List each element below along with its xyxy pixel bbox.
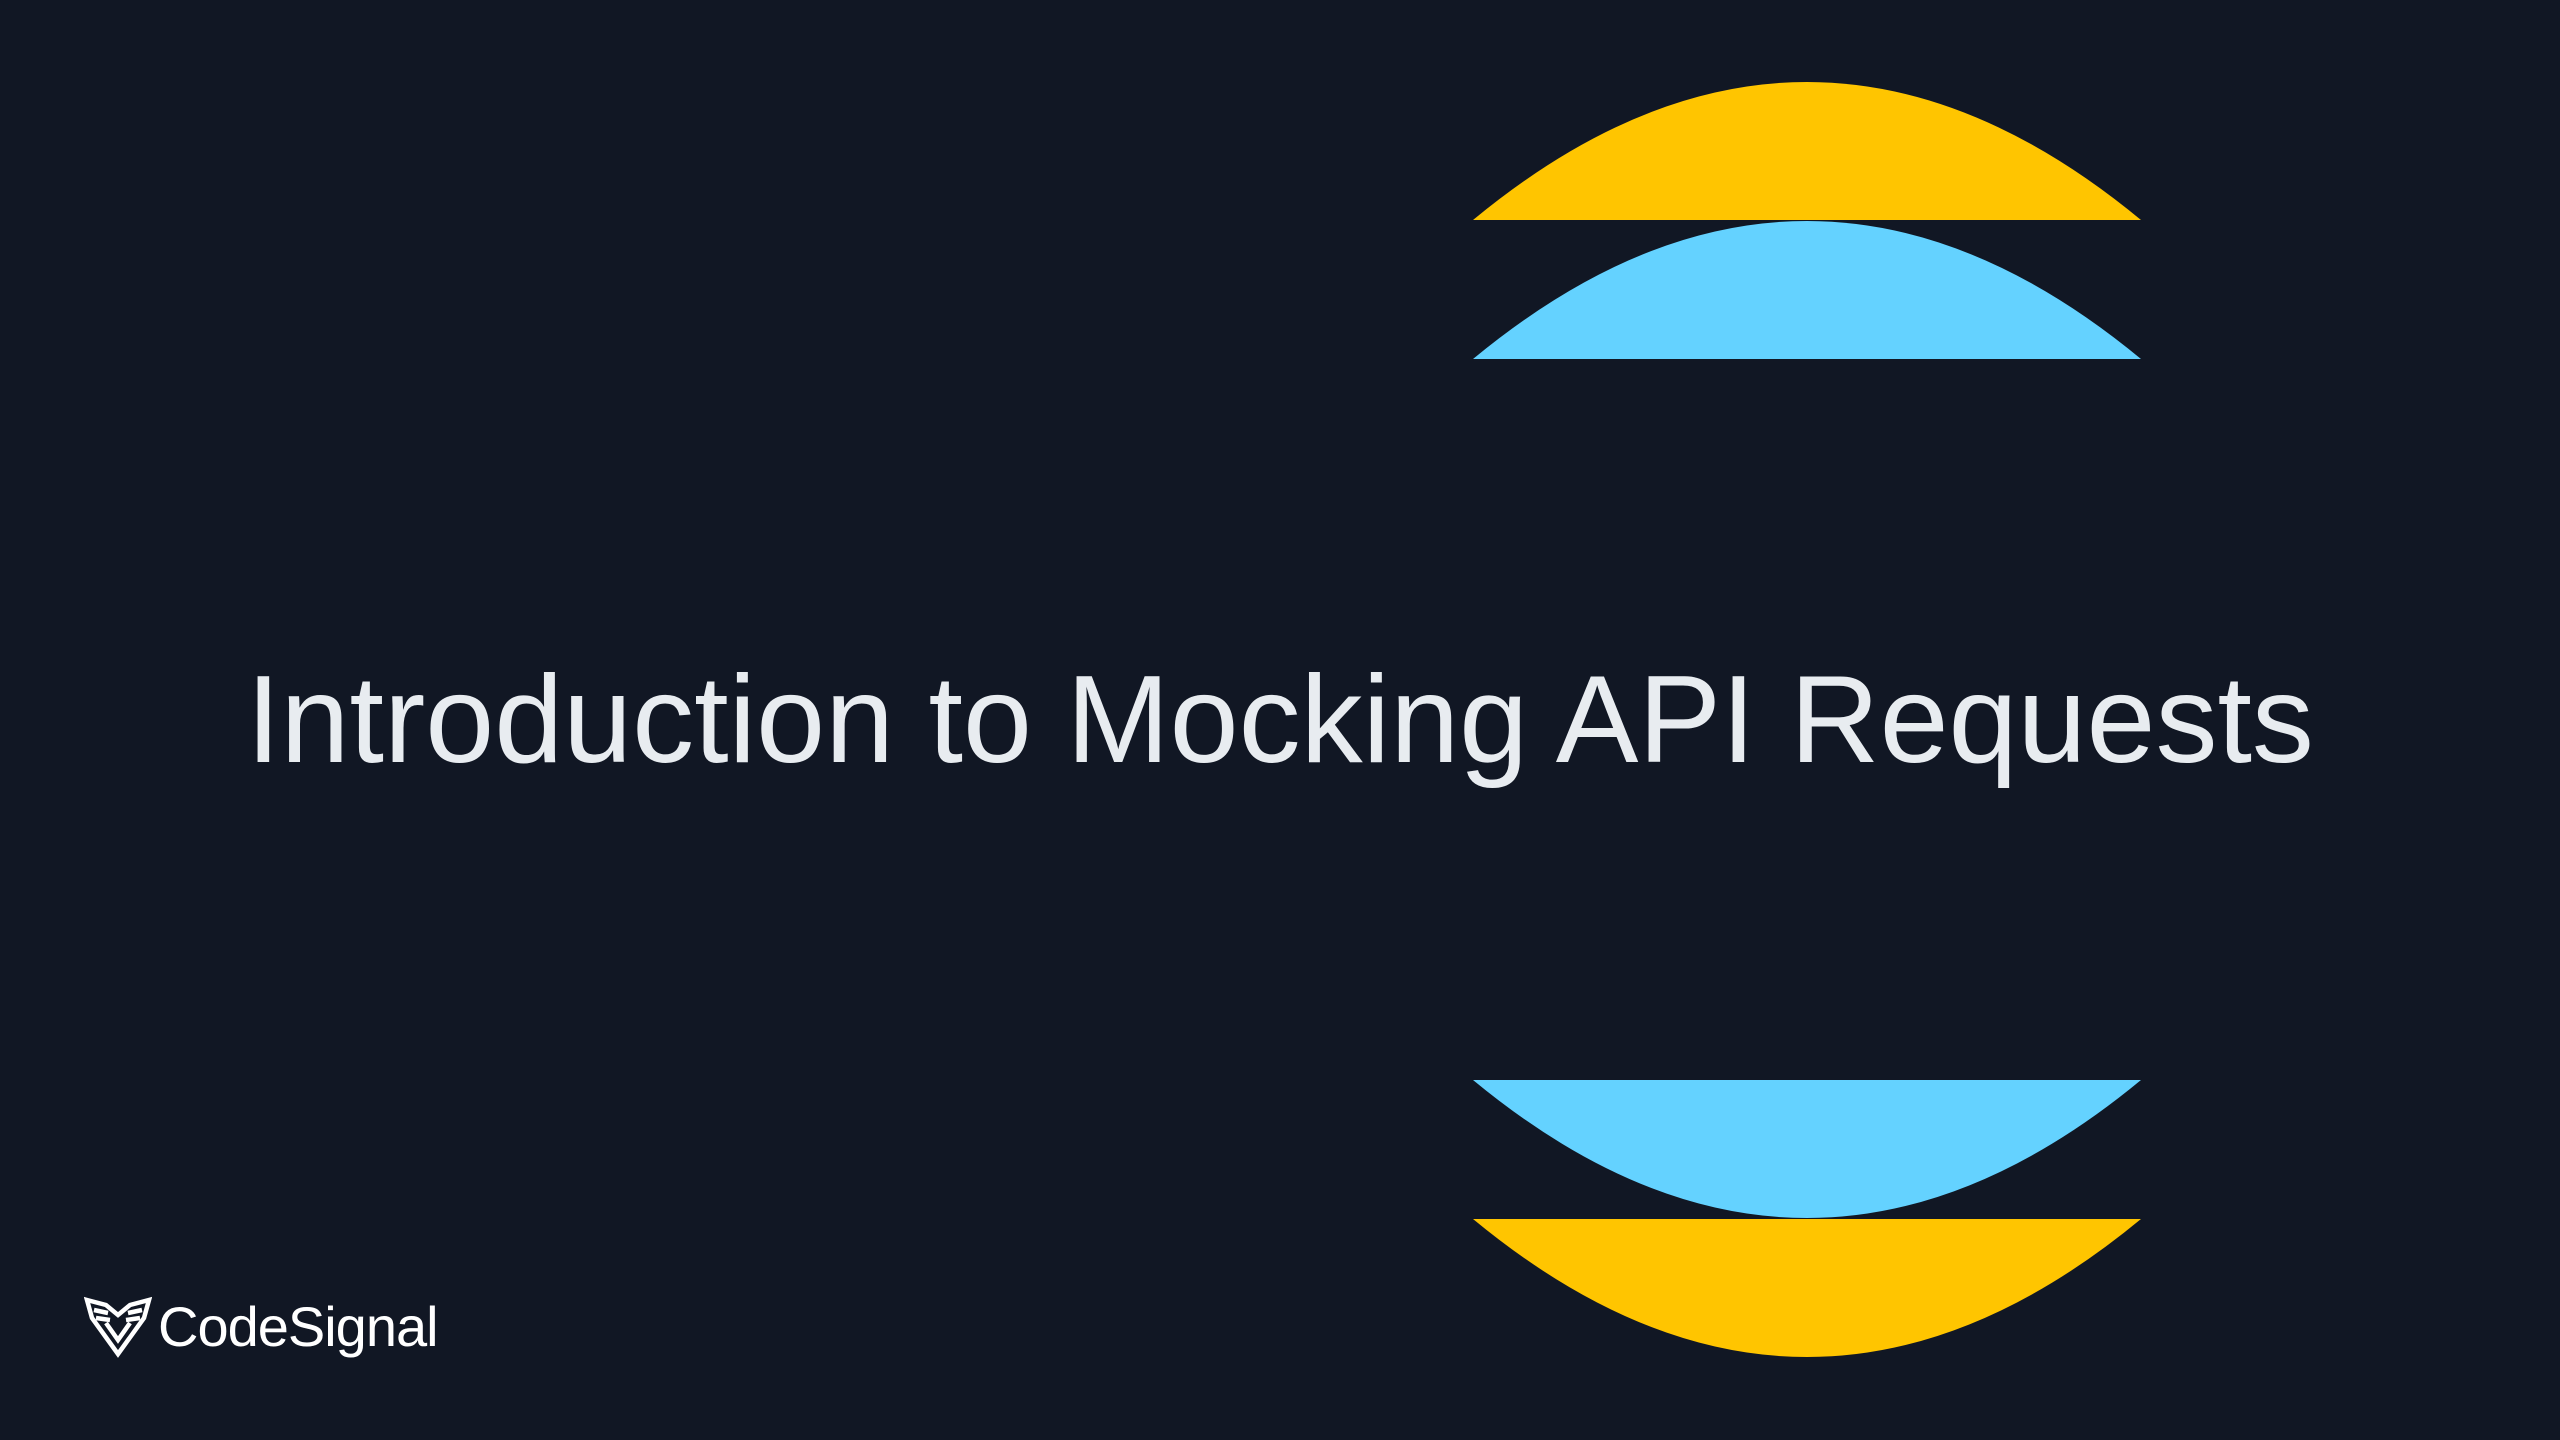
codesignal-logo-icon (84, 1296, 152, 1358)
slide-title: Introduction to Mocking API Requests (246, 651, 2314, 789)
bottom-blue-bowl-shape (1473, 1080, 2141, 1218)
top-blue-cap-shape (1473, 221, 2141, 359)
top-yellow-cap-shape (1473, 82, 2141, 220)
bottom-yellow-bowl-shape (1473, 1219, 2141, 1357)
codesignal-logo: CodeSignal (84, 1294, 439, 1360)
brand-name: CodeSignal (158, 1295, 439, 1358)
